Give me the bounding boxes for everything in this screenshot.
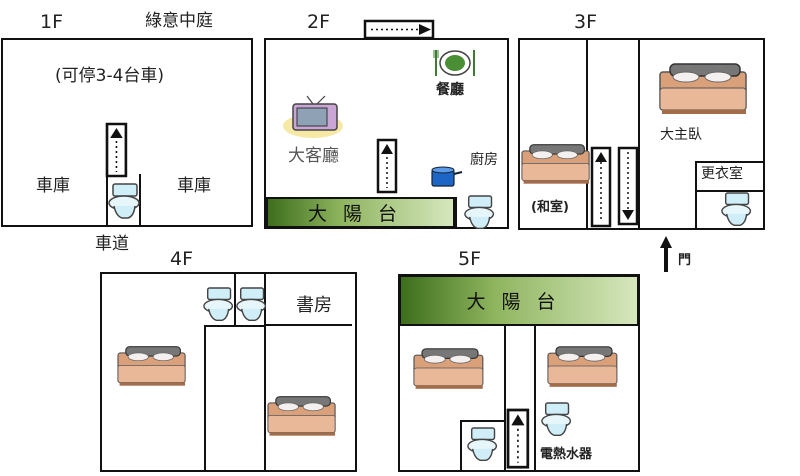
wall-3f-a — [586, 38, 588, 230]
closet-label: 更衣室 — [701, 166, 743, 182]
study-label: 書房 — [296, 295, 332, 316]
bed-icon-4f-b — [267, 396, 336, 437]
bed-icon-5f-a — [413, 348, 484, 390]
bed-icon-3f-washitsu — [521, 144, 590, 185]
washitsu-label: (和室) — [531, 200, 569, 215]
living-room-label: 大客廳 — [288, 146, 339, 166]
toilet-icon-4f-b — [236, 287, 267, 322]
floor-label-3f: 3F — [574, 11, 598, 33]
driveway-label: 車道 — [95, 234, 129, 254]
arrow-up-icon — [660, 236, 672, 272]
wall-4f-c — [234, 272, 236, 327]
stairs-icon-2f-top — [363, 19, 435, 40]
closet-divider — [695, 190, 765, 192]
wall-2f-bath — [455, 197, 457, 228]
floor-label-1f: 1F — [40, 11, 64, 33]
driveway-wall-right — [139, 174, 141, 226]
bed-icon-5f-b — [547, 346, 618, 388]
water-heater-label: 電熱水器 — [540, 447, 593, 462]
kitchen-label: 廚房 — [470, 152, 498, 168]
wall-5f-b — [534, 326, 536, 472]
wall-5f-a — [504, 326, 506, 472]
door-label: 門 — [678, 253, 692, 268]
stairs-icon-5f — [506, 408, 530, 469]
floor-label-5f: 5F — [458, 248, 482, 270]
garage-right-label: 車庫 — [177, 176, 211, 196]
pot-icon — [431, 166, 463, 187]
toilet-icon-4f-a — [203, 287, 234, 322]
toilet-icon-5f-b — [467, 427, 498, 462]
tv-icon — [283, 95, 343, 138]
wall-3f-b — [638, 38, 640, 230]
toilet-icon-1f — [108, 183, 140, 219]
toilet-icon-3f — [721, 192, 752, 227]
dining-label: 餐廳 — [436, 82, 464, 98]
garage-left-label: 車庫 — [36, 176, 70, 196]
stairs-icon-3f-down — [617, 146, 639, 226]
stairs-icon-1f — [105, 122, 128, 178]
terrace-2f: 大陽台 — [266, 197, 455, 228]
courtyard-label: 綠意中庭 — [145, 11, 213, 31]
wall-5f-c — [460, 420, 506, 422]
stairs-icon-3f-up — [590, 146, 612, 228]
floor-label-4f: 4F — [170, 248, 194, 270]
driveway-wall-left — [106, 174, 108, 226]
toilet-icon-2f — [464, 195, 495, 230]
plate-icon — [433, 50, 475, 76]
stairs-icon-2f — [376, 138, 398, 194]
bed-icon-3f-master — [659, 63, 747, 115]
toilet-icon-5f-a — [541, 402, 572, 437]
bed-icon-4f-a — [117, 346, 186, 387]
floor-label-2f: 2F — [307, 11, 331, 33]
wall-4f-e — [264, 324, 352, 326]
master-bedroom-label: 大主臥 — [660, 127, 702, 143]
terrace-5f: 大陽台 — [399, 275, 639, 326]
wall-4f-d — [264, 272, 266, 472]
parking-note: (可停3-4台車) — [55, 66, 165, 86]
wall-5f-d — [460, 420, 462, 472]
wall-4f-a — [204, 325, 206, 472]
